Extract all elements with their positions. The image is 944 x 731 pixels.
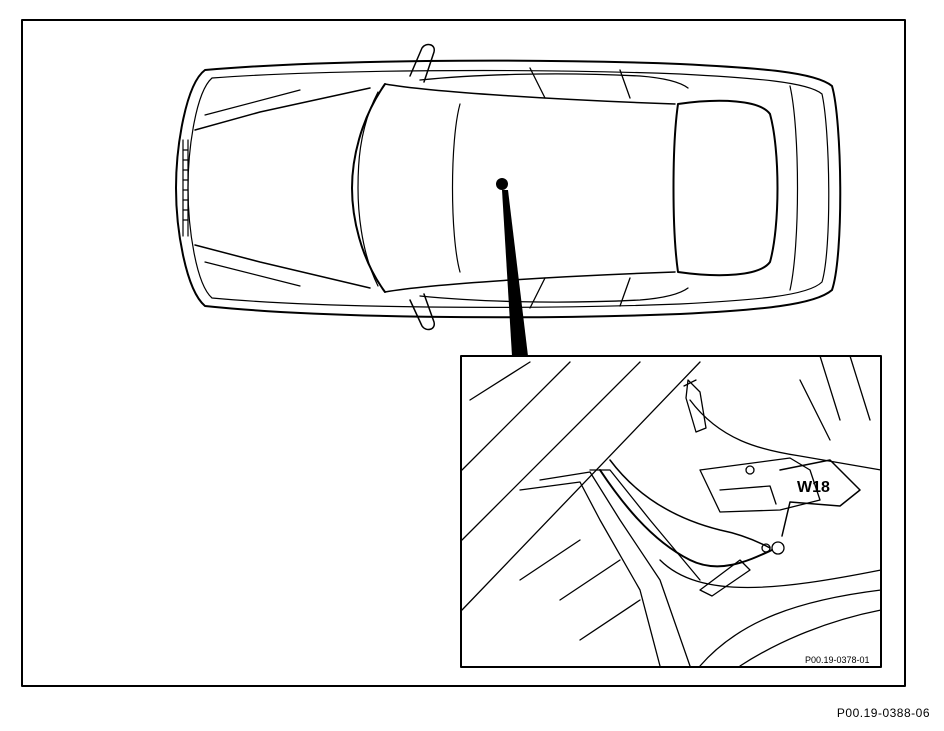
inset-frame <box>460 355 882 668</box>
roof-front-edge <box>451 103 461 273</box>
windshield-inner <box>357 91 379 287</box>
rear-window <box>672 99 779 277</box>
location-marker-dot <box>496 178 508 190</box>
front-grille <box>182 139 189 237</box>
car-body-inner-outline <box>187 69 830 308</box>
callout-label-w18: W18 <box>797 479 830 496</box>
mirror-top <box>409 43 435 83</box>
inset-figure-code: P00.19-0378-01 <box>805 655 870 665</box>
inset-detail-drawing <box>461 355 882 667</box>
mirror-bottom <box>409 293 435 331</box>
callout-pointer <box>779 459 861 537</box>
outer-frame <box>21 19 906 687</box>
car-top-view <box>175 43 842 331</box>
car-body-outline <box>175 59 842 319</box>
hood-crease <box>204 89 301 287</box>
leader-wedge <box>502 190 528 356</box>
side-window-top <box>419 67 689 99</box>
figure-code: P00.19-0388-06 <box>836 706 930 720</box>
roof-outline <box>384 83 676 293</box>
side-window-bottom <box>419 277 689 309</box>
trunk-line <box>789 85 799 291</box>
hood-lines <box>194 87 371 289</box>
